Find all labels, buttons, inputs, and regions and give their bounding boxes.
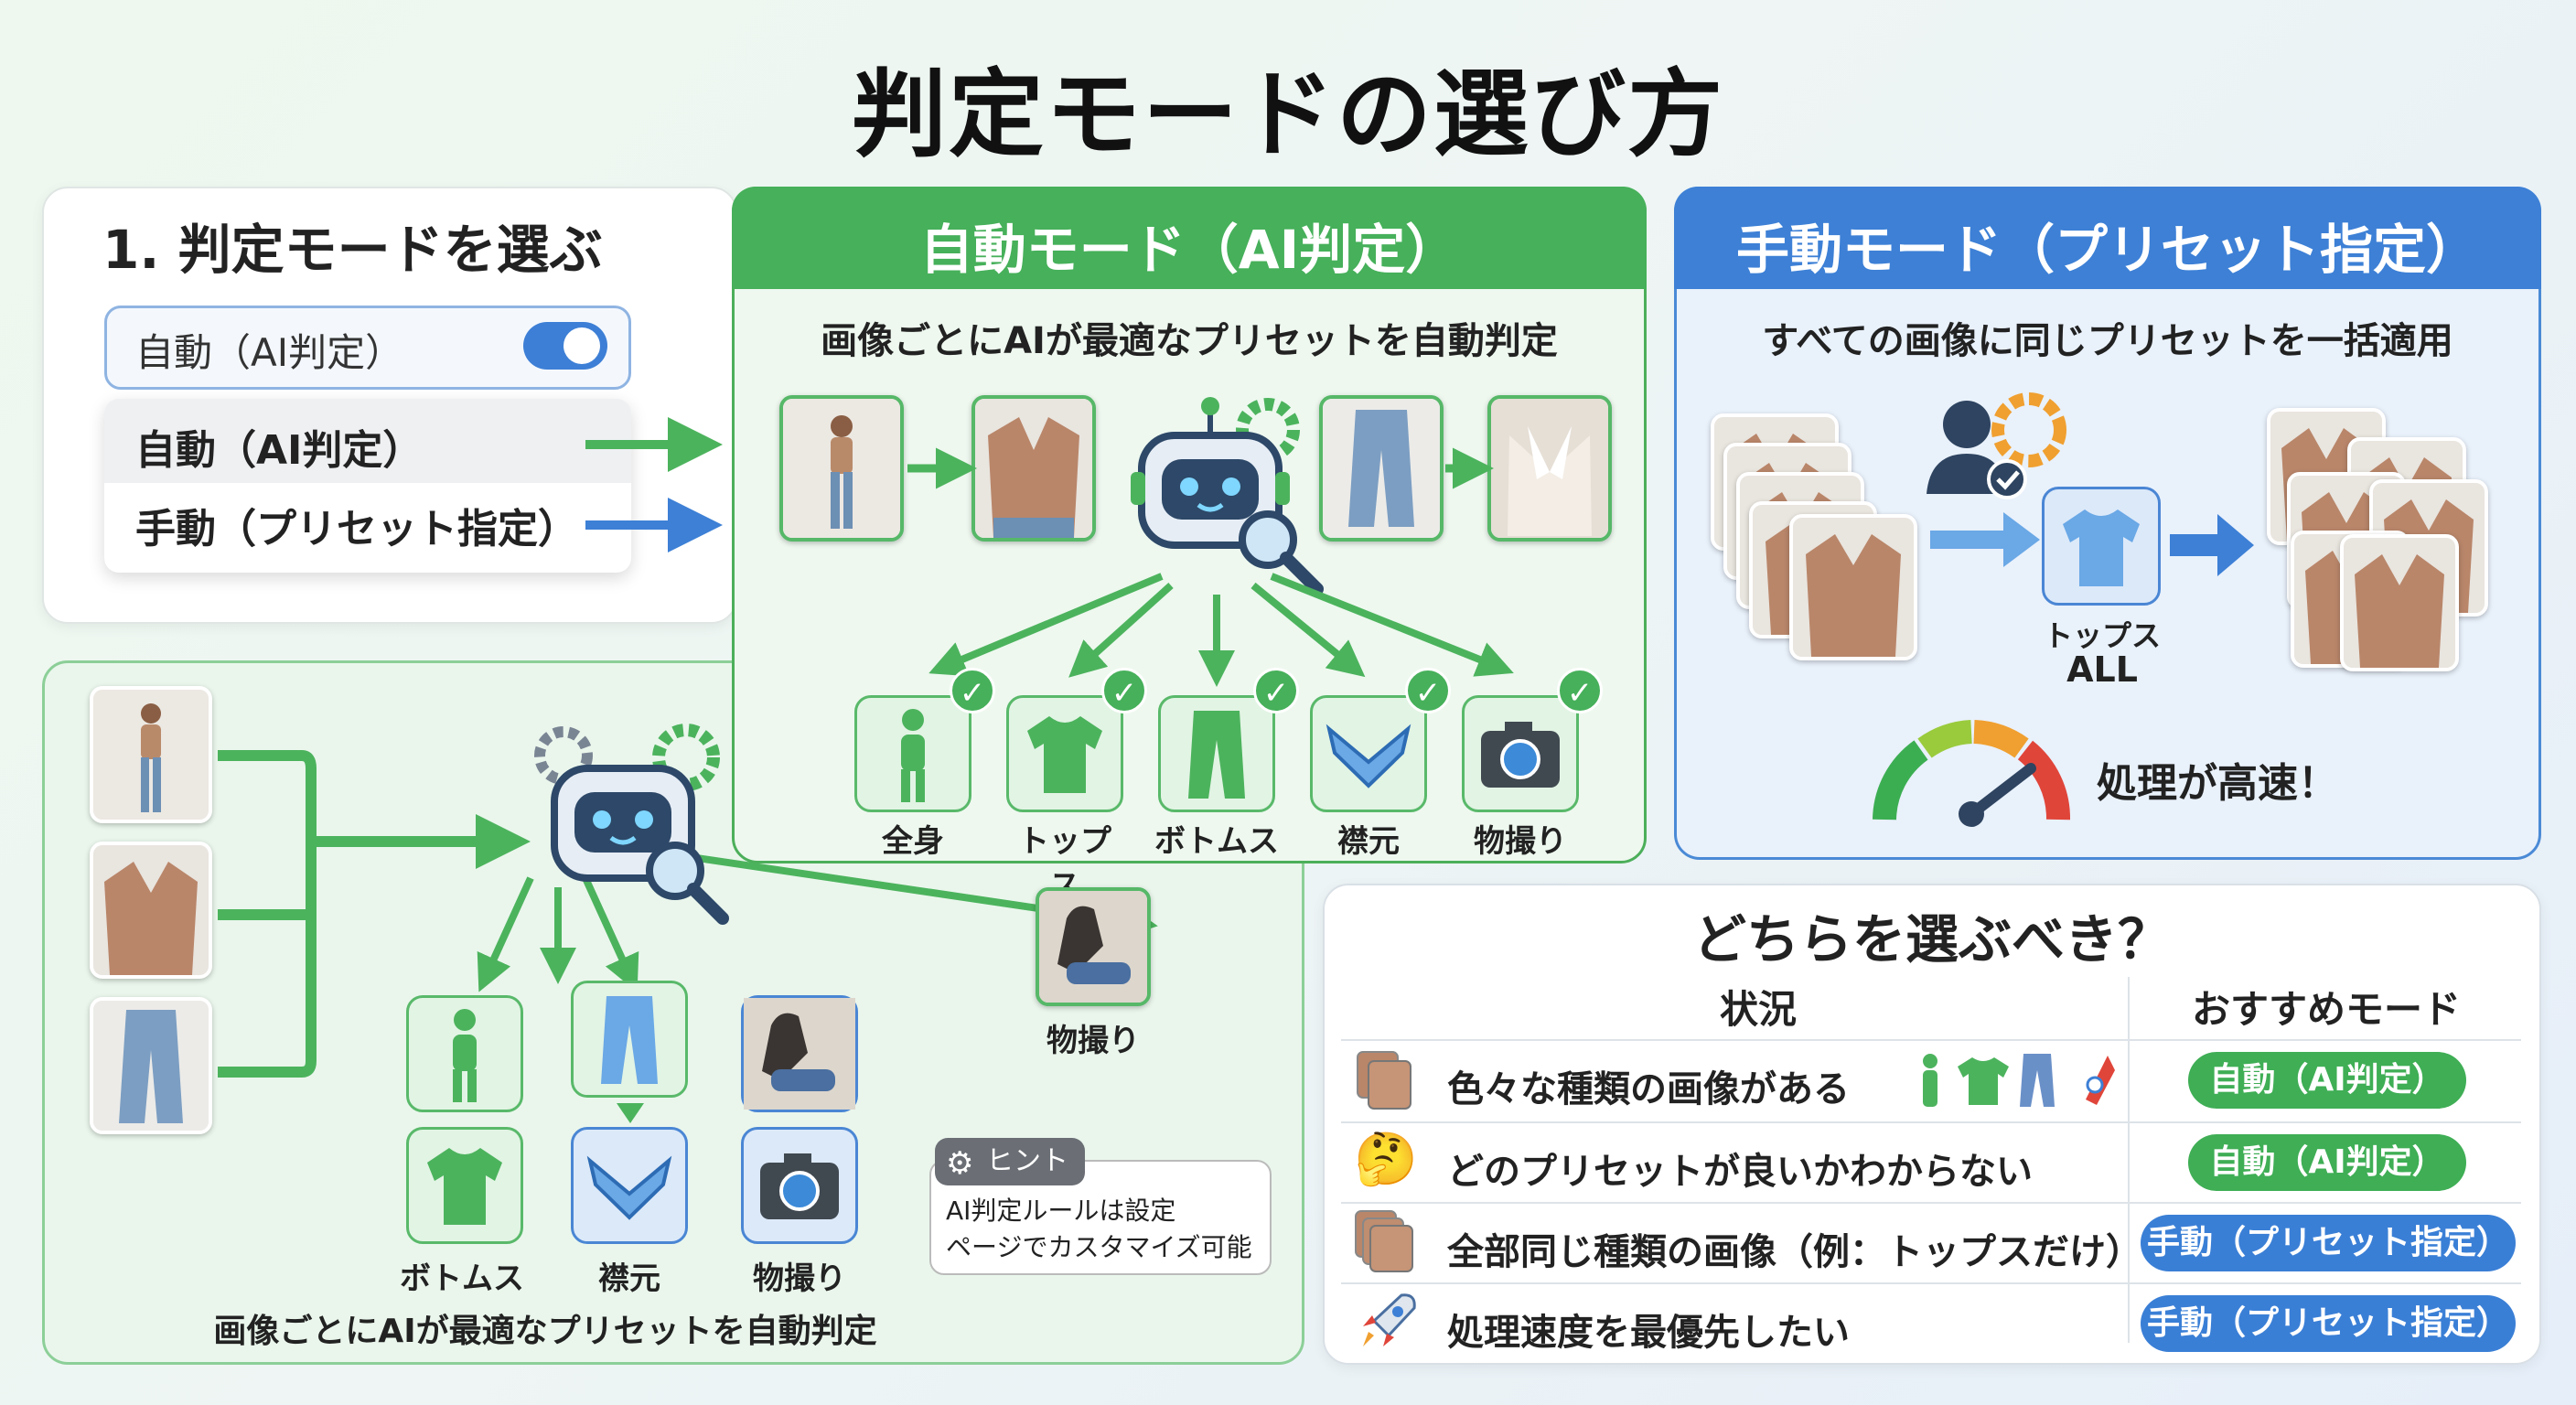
mode-dropdown-value: 自動（AI判定）	[135, 330, 404, 375]
photo-jeans	[1319, 395, 1444, 542]
preset-label-all: ALL	[2066, 649, 2138, 690]
row-divider	[1341, 1039, 2521, 1041]
stacked-photos-icon	[1355, 1210, 1413, 1272]
grid-product-photo	[741, 995, 858, 1112]
collar-icon	[586, 1155, 672, 1220]
auto-mode-title: 自動モード（AI判定）	[919, 219, 1459, 281]
flow-input-jeans	[90, 997, 212, 1134]
row-2-mode-badge: 自動（AI判定）	[2188, 1134, 2466, 1191]
flow-caption: 画像ごとにAIが最適なプリセットを自動判定	[213, 1313, 877, 1350]
row-1-situation: 色々な種類の画像がある	[1447, 1068, 1850, 1110]
manual-mode-subtitle: すべての画像に同じプリセットを一括適用	[1762, 320, 2453, 362]
menu-item-auto[interactable]	[104, 399, 631, 483]
comparison-title: どちらを選ぶべき？	[1692, 908, 2171, 971]
mode-select-heading: 1. 判定モードを選ぶ	[102, 219, 603, 281]
ai-robot-icon	[1131, 397, 1324, 595]
category-label-collar: 襟元	[1337, 823, 1400, 860]
grid-label-collar: 襟元	[598, 1260, 660, 1297]
auto-mode-subtitle: 画像ごとにAIが最適なプリセットを自動判定	[821, 320, 1558, 362]
row-divider	[1341, 1282, 2521, 1284]
gear-icon: ⚙	[946, 1145, 974, 1182]
column-divider	[2128, 977, 2130, 1343]
category-icons	[1923, 1054, 2115, 1107]
photo-collar	[1487, 395, 1612, 542]
preset-label-tops: トップス	[2043, 618, 2161, 653]
category-label-product: 物撮り	[1474, 823, 1567, 860]
check-icon: ✓	[1253, 668, 1299, 713]
row-divider	[1341, 1121, 2521, 1123]
tshirt-icon	[427, 1148, 502, 1225]
flow-input-top	[90, 842, 212, 979]
category-tops	[1006, 695, 1123, 812]
row-2-situation: どのプリセットが良いかわからない	[1447, 1151, 2033, 1193]
grid-camera	[741, 1127, 858, 1244]
tshirt-icon	[1027, 716, 1102, 793]
input-photo-front	[1789, 514, 1917, 660]
collar-icon	[1326, 724, 1411, 788]
menu-item-auto-label: 自動（AI判定）	[135, 427, 424, 474]
hint-line-2: ページでカスタマイズ可能	[946, 1232, 1252, 1262]
comparison-panel	[1323, 884, 2541, 1365]
flow-output-product	[1036, 887, 1151, 1006]
grid-label-bottoms: ボトムス	[400, 1260, 524, 1297]
manual-mode-header	[1674, 187, 2541, 289]
pants-icon	[601, 996, 658, 1084]
grid-tops	[406, 1127, 523, 1244]
check-icon: ✓	[1101, 668, 1147, 713]
arrow-to-preset	[1930, 512, 2040, 567]
page-title: 判定モードの選び方	[851, 59, 1724, 170]
person-icon	[453, 1009, 477, 1102]
row-4-mode-badge: 手動（プリセット指定）	[2141, 1295, 2516, 1352]
user-settings-icon	[1927, 392, 2066, 499]
hint-text: AI判定ルールは設定 ページでカスタマイズ可能	[946, 1193, 1252, 1266]
row-divider	[1341, 1202, 2521, 1204]
row-3-mode-badge: 手動（プリセット指定）	[2141, 1215, 2516, 1271]
speedometer-icon	[1873, 720, 2070, 827]
photos-icon	[1357, 1051, 1411, 1110]
dropdown-arrows	[585, 417, 723, 552]
category-label-bottoms: ボトムス	[1154, 823, 1279, 860]
manual-mode-title: 手動モード（プリセット指定）	[1735, 219, 2479, 281]
grid-label-product: 物撮り	[753, 1260, 846, 1297]
hint-tag: ヒント	[935, 1138, 1085, 1185]
output-photo	[2340, 534, 2459, 671]
check-icon: ✓	[1405, 668, 1451, 713]
row-4-situation: 処理速度を最優先したい	[1447, 1312, 1850, 1354]
camera-icon	[760, 1153, 839, 1219]
col-recommend-header: おすすめモード	[2192, 987, 2462, 1032]
row-1-mode-badge: 自動（AI判定）	[2188, 1052, 2466, 1109]
category-bottoms	[1158, 695, 1275, 812]
category-collar	[1310, 695, 1427, 812]
toggle-knob	[564, 327, 600, 364]
category-product	[1462, 695, 1579, 812]
arrow-to-output	[2170, 514, 2254, 576]
thinking-face-icon: 🤔	[1354, 1130, 1418, 1189]
pants-icon	[1188, 711, 1245, 799]
flow-input-fullbody	[90, 686, 212, 823]
camera-icon	[1481, 722, 1560, 788]
category-fullbody	[854, 695, 971, 812]
flow-output-product-label: 物撮り	[1046, 1023, 1140, 1059]
speed-text: 処理が高速！	[2097, 760, 2338, 807]
preset-box	[2042, 487, 2161, 606]
grid-collar	[571, 1127, 688, 1244]
menu-item-manual-label[interactable]: 手動（プリセット指定）	[135, 506, 578, 552]
auto-flow-arrows	[907, 447, 1514, 687]
check-icon: ✓	[1557, 668, 1603, 713]
person-icon	[901, 709, 925, 802]
ai-robot-icon	[534, 724, 729, 925]
check-icon: ✓	[950, 668, 995, 713]
photo-fullbody	[779, 395, 904, 542]
tshirt-icon	[2063, 509, 2140, 586]
col-situation-header: 状況	[1720, 987, 1798, 1032]
auto-mode-header	[732, 187, 1647, 289]
small-down-arrow	[617, 1103, 644, 1123]
hint-line-1: AI判定ルールは設定	[946, 1196, 1176, 1226]
grid-fullbody	[406, 995, 523, 1112]
row-3-situation: 全部同じ種類の画像（例：トップスだけ）	[1447, 1231, 2142, 1273]
category-label-fullbody: 全身	[882, 823, 944, 860]
rocket-icon	[1363, 1293, 1416, 1346]
grid-bottoms	[571, 981, 688, 1098]
